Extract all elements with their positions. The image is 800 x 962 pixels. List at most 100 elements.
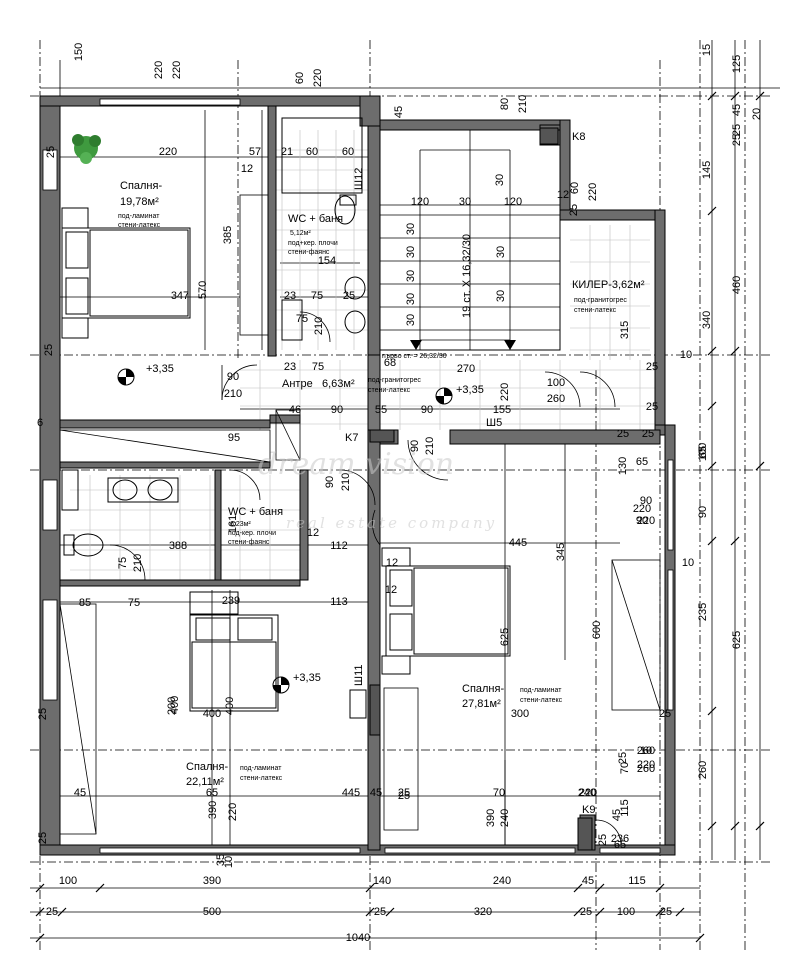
dimension-inner-51: 113 — [330, 596, 348, 608]
dimension-inner-64: 300 — [511, 708, 529, 720]
dimension-top-3: 60 — [294, 72, 306, 84]
dimension-inner-69: 240 — [578, 787, 596, 799]
dimension-right-0: 145 — [701, 161, 713, 179]
dimension-top-15: 25 — [731, 124, 743, 136]
dimension-inner-65: 445 — [342, 787, 360, 799]
dimension-inner-27: 68 — [384, 357, 396, 369]
dimension-right-10: 220 — [637, 515, 655, 527]
stairs-label: 19 ст. Х 16,32/30 — [461, 234, 473, 318]
dimension-right-17: 220 — [637, 759, 655, 771]
svg-text:под-ламинат: под-ламинат — [118, 213, 160, 220]
svg-text:Антре: Антре — [282, 378, 313, 390]
dimension-top-13: 125 — [731, 55, 743, 73]
dimension-inner-39: 25 — [642, 428, 654, 440]
dimension-bottom-11: 100 — [617, 906, 635, 918]
dimension-right-11: 10 — [682, 557, 694, 569]
dimension-inner-14: 120 — [411, 196, 429, 208]
svg-text:стени-латекс: стени-латекс — [118, 222, 161, 229]
bed-bedroom1 — [61, 207, 191, 339]
dimension-inner-7: 154 — [318, 255, 336, 267]
level-marker-hall — [435, 387, 453, 405]
dimension-right-18: 260 — [637, 745, 655, 757]
dimension-inner-26: 75 — [312, 361, 324, 373]
dimension-inner-70: 45 — [74, 787, 86, 799]
plant-icon — [72, 134, 101, 164]
dimension-left-4: 400 — [169, 696, 181, 714]
dimension-inner-40: 95 — [228, 432, 240, 444]
dimension-inner-71: 65 — [206, 787, 218, 799]
dimension-bottom-8: 25 — [374, 906, 386, 918]
svg-text:WC + баня: WC + баня — [288, 213, 343, 225]
dimension-inner-42: 210 — [424, 437, 436, 455]
dimension-inner-41: 90 — [409, 440, 421, 452]
marker-sh5: Ш5 — [486, 417, 502, 429]
dimension-top-6: 80 — [499, 98, 511, 110]
dimension-inner-38: 25 — [617, 428, 629, 440]
columns — [367, 127, 593, 851]
dimension-inner-3: 60 — [306, 146, 318, 158]
dimension-inner-79: 65 — [614, 839, 626, 851]
dimension-inner-0: 220 — [159, 146, 177, 158]
dimension-inner-49: 112 — [330, 540, 348, 552]
dimension-inner-1: 57 — [249, 146, 261, 158]
dimension-right-12: 235 — [697, 603, 709, 621]
svg-text:WC + баня: WC + баня — [228, 506, 283, 518]
dimension-right-20: 115 — [619, 799, 631, 817]
dimension-inner-81: 10 — [640, 745, 652, 757]
svg-text:стени-латекс: стени-латекс — [240, 775, 283, 782]
dimension-top-14: 45 — [731, 104, 743, 116]
dimension-bottom-6: 25 — [46, 906, 58, 918]
dimension-inner-50: 12 — [307, 527, 319, 539]
room-label-wc2: WC + баня 6,23м² под-кер. плочи стени-фа… — [228, 506, 283, 546]
doors — [109, 311, 622, 846]
svg-text:под-ламинат: под-ламинат — [520, 687, 562, 694]
dimension-top-0: 150 — [73, 43, 85, 61]
svg-text:под-гранитогрес: под-гранитогрес — [368, 377, 421, 384]
dimension-inner-44: 210 — [340, 473, 352, 491]
dimension-bottom-10: 25 — [580, 906, 592, 918]
svg-text:стени-латекс: стени-латекс — [520, 697, 563, 704]
dimension-inner-43: 90 — [324, 476, 336, 488]
dimension-top-11: 220 — [587, 183, 599, 201]
tile-pattern-hall — [240, 360, 660, 430]
dimension-inner-31: 90 — [331, 404, 343, 416]
dimension-top-12: 15 — [701, 44, 713, 56]
dimension-inner-66: 45 — [370, 787, 382, 799]
dimension-inner-74: 220 — [579, 787, 597, 799]
dimension-inner-33: 90 — [421, 404, 433, 416]
level-marker-bedroom3 — [272, 676, 290, 694]
dimension-inner-46: 75 — [117, 557, 129, 569]
bed-bedroom2 — [381, 547, 511, 675]
dimension-inner-15: 30 — [459, 196, 471, 208]
dimension-inner-6: 385 — [222, 226, 234, 244]
svg-text:5,12м²: 5,12м² — [290, 230, 311, 237]
dimension-inner-73: 240 — [499, 809, 511, 827]
dimension-inner-75: 45 — [611, 809, 623, 821]
marker-sh12: Ш12 — [353, 168, 365, 190]
room-label-bedroom2: Спалня- 27,81м² под-ламинат стени-латекс — [462, 683, 563, 710]
dimension-inner-24: 30 — [495, 290, 507, 302]
dimension-inner-53: 75 — [128, 597, 140, 609]
dimension-right-19: 25 — [617, 752, 629, 764]
dimension-inner-83: 220 — [633, 503, 651, 515]
dimension-right-6: 25 — [646, 401, 658, 413]
svg-text:Спалня-: Спалня- — [120, 180, 162, 192]
room-label-hall: Антре 6,63м² под-гранитогрес стени-латек… — [282, 377, 421, 394]
svg-text:под-кер. плочи: под-кер. плочи — [228, 530, 276, 537]
dimension-inner-4: 60 — [342, 146, 354, 158]
svg-text:под+кер. плочи: под+кер. плочи — [288, 240, 338, 247]
dimension-top-4: 220 — [312, 69, 324, 87]
level-label-bedroom1: +3,35 — [146, 363, 174, 375]
dimension-inner-86: 130 — [617, 457, 629, 475]
dimension-inner-29: 210 — [224, 388, 242, 400]
dimension-bottom-1: 390 — [203, 875, 221, 887]
watermark-subtitle: real estate company — [286, 514, 497, 532]
dimension-inner-20: 30 — [405, 270, 417, 282]
dimension-inner-23: 30 — [495, 246, 507, 258]
dimension-left-6: 220 — [227, 803, 239, 821]
dimension-top-16: 20 — [751, 108, 763, 120]
dimension-inner-72: 390 — [485, 809, 497, 827]
marker-k8: K8 — [572, 131, 585, 143]
dimension-inner-37: 260 — [547, 393, 565, 405]
dimension-inner-52: 85 — [79, 597, 91, 609]
